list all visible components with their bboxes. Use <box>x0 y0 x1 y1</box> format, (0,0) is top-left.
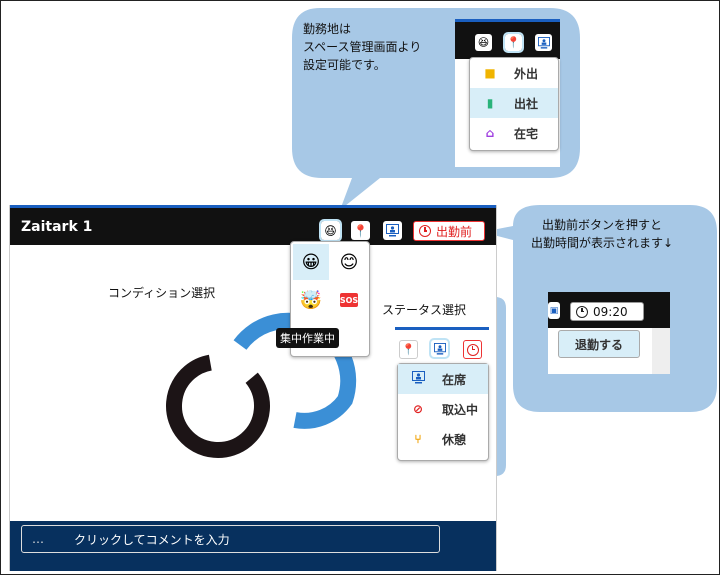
app-header: Zaitark 1 😆 📍 出勤前 <box>10 205 496 245</box>
location-option-label: 在宅 <box>514 126 539 141</box>
house-icon: ⌂ <box>485 126 495 140</box>
app-title: Zaitark 1 <box>21 219 93 235</box>
condition-option-grin[interactable]: 😀 <box>293 244 329 280</box>
pre-work-button[interactable]: 出勤前 <box>413 221 485 241</box>
logo-dark-ring <box>166 354 270 458</box>
status-menu: 在席 ⊘ 取込中 ⑂ 休憩 <box>397 363 489 461</box>
location-option-out[interactable]: ■ 外出 <box>470 58 558 88</box>
pre-work-callout-line2: 出勤時間が表示されます↓ <box>530 236 674 250</box>
status-button[interactable] <box>429 338 450 359</box>
location-option-label: 外出 <box>514 66 539 81</box>
condition-option-smile[interactable]: 😊 <box>331 244 367 280</box>
comment-placeholder: クリックしてコメントを入力 <box>74 532 230 547</box>
condition-tooltip: 集中作業中 <box>276 328 339 348</box>
grin-face-icon: 😀 <box>301 251 321 273</box>
condition-option-sos[interactable]: SOS <box>331 282 367 318</box>
map-pin-icon: 📍 <box>353 223 368 238</box>
clock-icon <box>419 225 431 237</box>
status-option-present[interactable]: 在席 <box>398 364 488 394</box>
status-button[interactable] <box>535 34 552 51</box>
pre-work-button[interactable] <box>463 340 482 359</box>
status-option-label: 在席 <box>442 372 467 387</box>
condition-button[interactable]: 😆 <box>475 34 492 51</box>
clock-icon <box>576 305 588 318</box>
status-option-busy[interactable]: ⊘ 取込中 <box>398 394 488 424</box>
map-pin-icon: 📍 <box>506 36 521 49</box>
status-option-label: 取込中 <box>442 402 479 417</box>
monitor-person-icon <box>537 36 550 49</box>
status-option-break[interactable]: ⑂ 休憩 <box>398 424 488 454</box>
building-icon: ▮ <box>486 96 494 110</box>
clock-in-time-button[interactable]: 09:20 <box>570 302 644 321</box>
no-entry-icon: ⊘ <box>412 402 424 416</box>
inset-scroll-area <box>652 328 670 374</box>
pre-work-callout-line1: 出勤前ボタンを押すと <box>541 218 662 232</box>
smile-face-icon: 😊 <box>339 251 359 273</box>
status-button[interactable] <box>383 221 402 240</box>
location-callout-line1: 勤務地は <box>303 22 352 36</box>
status-option-label: 休憩 <box>442 432 467 447</box>
clock-in-inset: ▣ 09:20 退勤する <box>548 292 670 374</box>
location-option-label: 出社 <box>514 96 539 111</box>
location-callout-line3: 設定可能です。 <box>303 58 386 72</box>
status-inset: 📍 <box>395 327 489 368</box>
monitor-person-icon <box>386 224 399 237</box>
more-icon: … <box>32 532 44 546</box>
grin-face-icon: 😆 <box>324 223 337 238</box>
grin-face-icon: 😆 <box>477 36 490 49</box>
map-pin-icon: 📍 <box>401 343 416 356</box>
clock-in-time: 09:20 <box>593 304 628 319</box>
location-option-home[interactable]: ⌂ 在宅 <box>470 118 558 148</box>
status-callout-text: ステータス選択 <box>382 303 467 317</box>
location-option-office[interactable]: ▮ 出社 <box>470 88 558 118</box>
app-window: Zaitark 1 😆 📍 出勤前 … クリックしてコメントを入力 <box>9 205 497 571</box>
monitor-person-icon: ▣ <box>549 305 559 316</box>
pre-work-label: 出勤前 <box>436 224 473 239</box>
location-button[interactable]: 📍 <box>351 221 370 240</box>
pre-work-callout-text: 出勤前ボタンを押すと 出勤時間が表示されます↓ <box>527 216 677 252</box>
location-menu: ■ 外出 ▮ 出社 ⌂ 在宅 <box>469 57 559 151</box>
status-button[interactable]: ▣ <box>548 302 560 319</box>
condition-callout-text: コンディション選択 <box>108 286 216 300</box>
dizzy-face-icon: 🤯 <box>299 289 323 311</box>
location-callout-line2: スペース管理画面より <box>303 40 422 54</box>
location-button[interactable]: 📍 <box>503 32 524 53</box>
location-callout-text: 勤務地は スペース管理画面より 設定可能です。 <box>303 20 421 74</box>
monitor-person-icon <box>408 371 428 387</box>
comment-input[interactable]: … クリックしてコメントを入力 <box>21 525 440 553</box>
inset-header: ▣ 09:20 <box>548 292 670 328</box>
sos-icon: SOS <box>340 293 358 307</box>
inset-header: 😆 📍 <box>455 19 560 59</box>
condition-option-dizzy[interactable]: 🤯 <box>293 282 329 318</box>
briefcase-icon: ■ <box>484 66 496 80</box>
monitor-person-icon <box>433 342 446 355</box>
clock-icon <box>466 343 479 356</box>
condition-button[interactable]: 😆 <box>319 219 342 242</box>
location-button[interactable]: 📍 <box>399 340 418 359</box>
leave-work-button[interactable]: 退勤する <box>558 330 640 358</box>
fork-spoon-icon: ⑂ <box>414 432 422 446</box>
